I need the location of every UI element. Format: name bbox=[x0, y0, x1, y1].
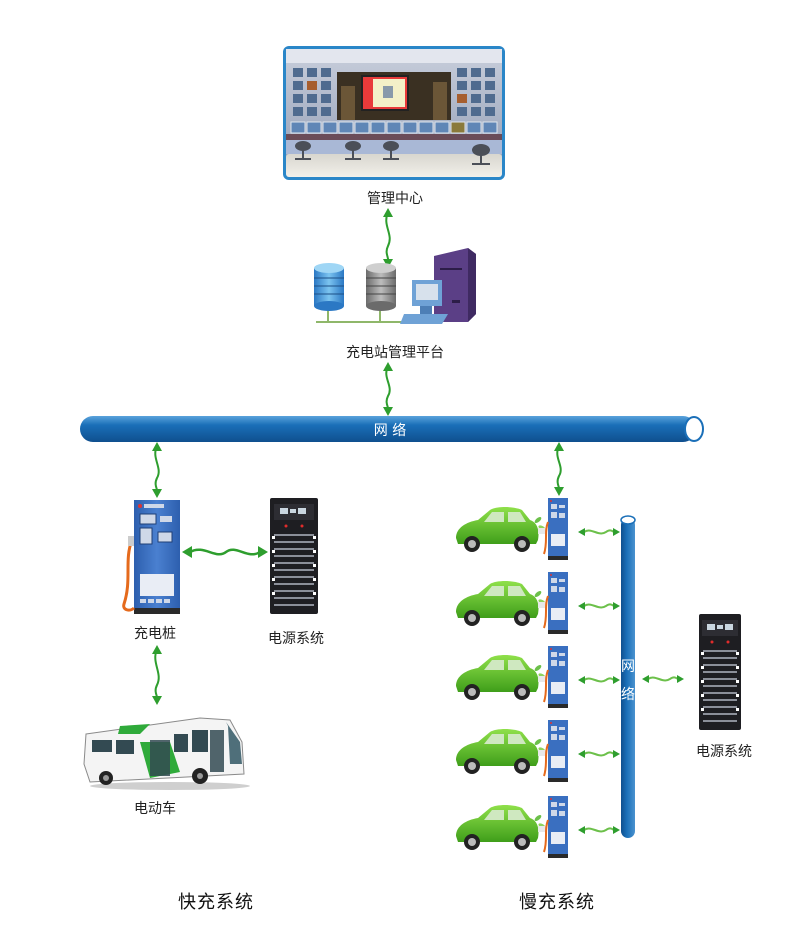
double-arrow-icon bbox=[152, 442, 162, 498]
management-center-label: 管理中心 bbox=[367, 191, 423, 207]
slow-network-label-top: 网 bbox=[621, 659, 635, 675]
double-arrow-icon bbox=[578, 750, 620, 758]
fast-power-system bbox=[268, 498, 320, 616]
green-car-icon bbox=[456, 655, 539, 700]
plug-leaves-icon bbox=[534, 739, 546, 756]
power-cabinet-icon bbox=[270, 498, 318, 614]
double-arrow-icon bbox=[578, 528, 620, 536]
green-car-icon bbox=[456, 805, 539, 850]
control-room-icon bbox=[283, 46, 505, 180]
double-arrow-icon bbox=[578, 676, 620, 684]
network-pipe-icon bbox=[80, 416, 704, 442]
management-center-image bbox=[283, 46, 505, 180]
network-bus-label: 网 络 bbox=[373, 423, 407, 439]
slow-station-graphic bbox=[456, 796, 620, 858]
plug-leaves-icon bbox=[534, 815, 546, 832]
network-bus bbox=[80, 416, 708, 442]
charging-pile-icon bbox=[543, 572, 568, 634]
slow-charge-station bbox=[452, 572, 622, 638]
double-arrow-icon bbox=[182, 546, 268, 558]
slow-power-system-label: 电源系统 bbox=[696, 744, 752, 760]
double-arrow-icon bbox=[383, 208, 393, 268]
double-arrow-icon bbox=[578, 602, 620, 610]
double-arrow-icon bbox=[554, 442, 564, 496]
slow-charge-system-title: 慢充系统 bbox=[519, 892, 595, 913]
fast-charging-pile bbox=[118, 500, 182, 615]
fast-charging-pile-label: 充电桩 bbox=[134, 626, 176, 642]
double-arrow-icon bbox=[642, 675, 684, 683]
slow-power-system bbox=[698, 614, 742, 732]
charging-pile-icon bbox=[543, 796, 568, 858]
slow-charge-station bbox=[452, 796, 622, 862]
plug-leaves-icon bbox=[534, 591, 546, 608]
electric-bus-icon bbox=[83, 717, 250, 790]
green-car-icon bbox=[456, 507, 539, 552]
double-arrow-icon bbox=[578, 826, 620, 834]
charging-pile-icon bbox=[543, 646, 568, 708]
slow-network-pipe bbox=[620, 514, 636, 840]
power-cabinet-icon bbox=[699, 614, 741, 730]
slow-station-graphic bbox=[456, 720, 620, 782]
slow-network-label-bottom: 络 bbox=[621, 687, 635, 703]
slow-station-graphic bbox=[456, 572, 620, 634]
server-database-icon bbox=[314, 248, 476, 324]
charging-pile-icon bbox=[543, 720, 568, 782]
network-pipe-icon bbox=[620, 515, 636, 838]
double-arrow-icon bbox=[383, 362, 393, 416]
plug-leaves-icon bbox=[534, 517, 546, 534]
fast-power-system-label: 电源系统 bbox=[268, 631, 324, 647]
electric-bus-label: 电动车 bbox=[134, 801, 176, 817]
charging-pile-icon bbox=[122, 500, 180, 614]
platform-label: 充电站管理平台 bbox=[346, 345, 444, 361]
slow-charge-station bbox=[452, 646, 622, 712]
double-arrow-icon bbox=[152, 645, 162, 705]
slow-charge-station bbox=[452, 720, 622, 786]
platform-image bbox=[308, 248, 483, 330]
slow-station-graphic bbox=[456, 646, 620, 708]
electric-bus bbox=[80, 712, 250, 792]
plug-leaves-icon bbox=[534, 665, 546, 682]
green-car-icon bbox=[456, 581, 539, 626]
slow-charge-station bbox=[452, 498, 622, 564]
fast-charge-system-title: 快充系统 bbox=[178, 892, 254, 913]
slow-station-graphic bbox=[456, 498, 620, 560]
green-car-icon bbox=[456, 729, 539, 774]
charging-pile-icon bbox=[543, 498, 568, 560]
